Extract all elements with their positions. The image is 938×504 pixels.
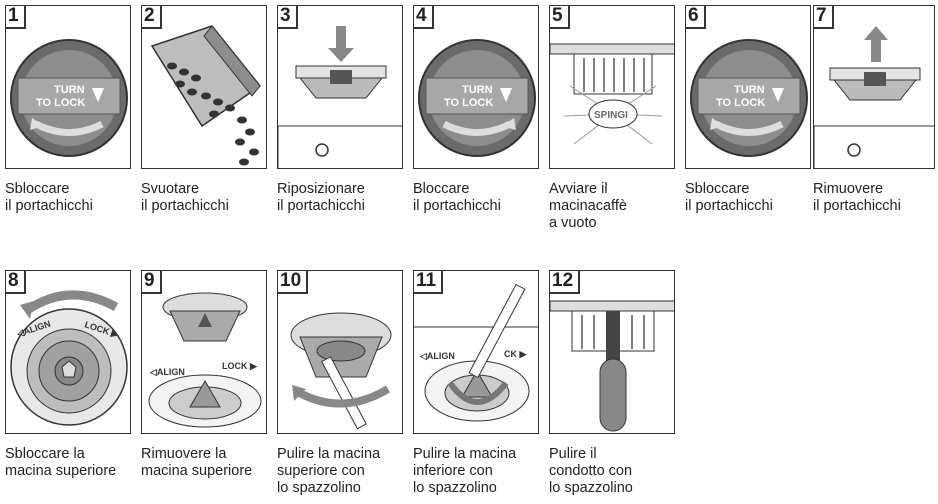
dial-text-line1: TURN xyxy=(462,84,493,96)
step-number: 4 xyxy=(414,6,434,29)
step-caption: Riposizionare il portachicchi xyxy=(277,181,365,214)
step-number: 6 xyxy=(686,6,706,29)
step-caption: Svuotare il portachicchi xyxy=(141,181,229,214)
lock-label: LOCK ▶ xyxy=(222,361,258,371)
align-label: ◁ALIGN xyxy=(419,351,455,361)
dial-text-line1: TURN xyxy=(734,84,765,96)
brush-icon xyxy=(468,283,526,379)
step-number: 2 xyxy=(142,6,162,29)
clean-lower-burr-illustration: ◁ALIGN CK ▶ xyxy=(414,283,538,422)
push-button-label: SPINGI xyxy=(594,110,628,121)
unlock-burr-illustration: ◁ALIGN LOCK ▶ xyxy=(10,290,128,426)
step-number: 11 xyxy=(414,271,444,294)
step-illustration: 2 xyxy=(141,5,267,169)
step-illustration: 9 ◁ALIGN LOCK ▶ xyxy=(141,270,267,434)
curved-arrow-icon xyxy=(20,301,34,319)
step-illustration: 5 SPINGI xyxy=(549,5,675,169)
step-illustration: 1 TURN TO LOCK xyxy=(5,5,131,169)
step-illustration: 6 TURN TO LOCK xyxy=(685,5,811,169)
step-number: 12 xyxy=(550,271,581,294)
clean-upper-burr-illustration xyxy=(290,312,392,430)
align-label: ◁ALIGN xyxy=(149,367,185,377)
step-illustration: 4 TURN TO LOCK xyxy=(413,5,539,169)
step-caption: Rimuovere la macina superiore xyxy=(141,446,253,479)
brush-icon xyxy=(321,356,367,430)
unlock-dial-illustration: TURN TO LOCK xyxy=(690,39,808,157)
step-caption: Pulire la macina superiore con lo spazzo… xyxy=(277,446,381,496)
down-arrow-icon xyxy=(328,48,354,62)
remove-burr-illustration: ◁ALIGN LOCK ▶ xyxy=(148,292,262,428)
step-caption: Avviare il macinacaffè a vuoto xyxy=(549,181,627,231)
step-illustration: 8 ◁ALIGN LOCK ▶ xyxy=(5,270,131,434)
step-caption: Rimuovere il portachicchi xyxy=(813,181,901,214)
step-number: 8 xyxy=(6,271,26,294)
lock-dial-illustration: TURN TO LOCK xyxy=(418,39,536,157)
up-arrow-icon xyxy=(864,26,888,40)
dial-text-line1: TURN xyxy=(54,84,85,96)
brush-handle-icon xyxy=(599,358,627,432)
step-caption: Pulire il condotto con lo spazzolino xyxy=(549,446,633,496)
step-number: 7 xyxy=(814,6,834,29)
step-illustration: 12 xyxy=(549,270,675,434)
dial-text-line2: TO LOCK xyxy=(716,97,765,109)
right-arrow-icon xyxy=(502,118,516,130)
step-caption: Sbloccare la macina superiore xyxy=(5,446,117,479)
step-number: 1 xyxy=(6,6,26,29)
clean-chute-illustration xyxy=(550,300,674,432)
start-grinder-illustration: SPINGI xyxy=(550,43,674,145)
step-illustration: 7 xyxy=(813,5,935,169)
step-caption: Pulire la macina inferiore con lo spazzo… xyxy=(413,446,517,496)
unlock-dial-illustration: TURN TO LOCK xyxy=(10,39,128,157)
step-illustration: 3 xyxy=(277,5,403,169)
empty-hopper-illustration xyxy=(150,25,262,166)
left-arrow-icon xyxy=(710,118,724,130)
remove-hopper-illustration xyxy=(814,26,934,168)
step-illustration: 11 ◁ALIGN CK ▶ xyxy=(413,270,539,434)
step-number: 9 xyxy=(142,271,162,294)
lock-label: CK ▶ xyxy=(504,349,527,359)
dial-text-line2: TO LOCK xyxy=(36,97,85,109)
step-number: 3 xyxy=(278,6,298,29)
step-caption: Sbloccare il portachicchi xyxy=(5,181,93,214)
step-number: 10 xyxy=(278,271,309,294)
replace-hopper-illustration xyxy=(278,26,402,168)
up-arrow-icon xyxy=(198,313,212,327)
step-number: 5 xyxy=(550,6,570,29)
step-caption: Sbloccare il portachicchi xyxy=(685,181,773,214)
step-illustration: 10 xyxy=(277,270,403,434)
rotate-arrow-icon xyxy=(292,385,306,401)
left-arrow-icon xyxy=(30,118,44,130)
step-caption: Bloccare il portachicchi xyxy=(413,181,501,214)
dial-text-line2: TO LOCK xyxy=(444,97,493,109)
